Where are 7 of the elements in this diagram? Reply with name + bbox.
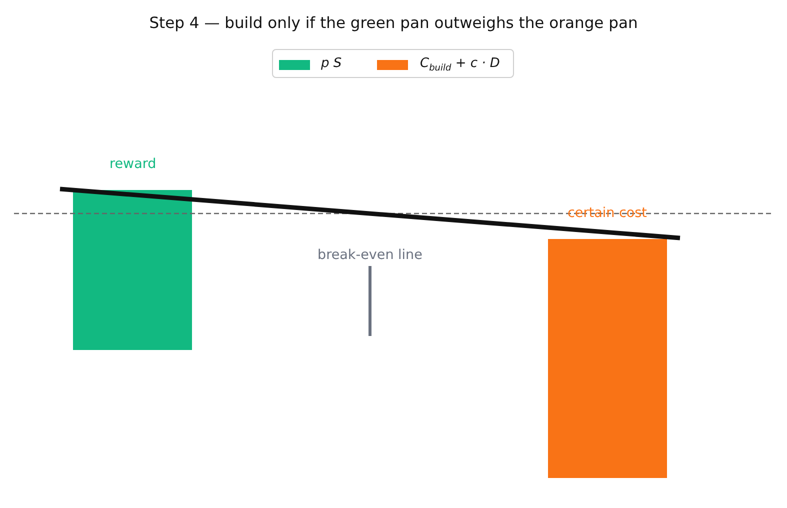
legend-label: C$_{build}$ + c · D (420, 55, 500, 76)
chart-title: Step 4 — build only if the green pan outweighs the orange pan (149, 14, 638, 32)
cost-pan (548, 239, 667, 478)
reward-pan (73, 190, 192, 350)
legend-label: p S (321, 55, 342, 73)
line-label: break-even line (318, 246, 422, 265)
pan-label: reward (110, 155, 156, 174)
